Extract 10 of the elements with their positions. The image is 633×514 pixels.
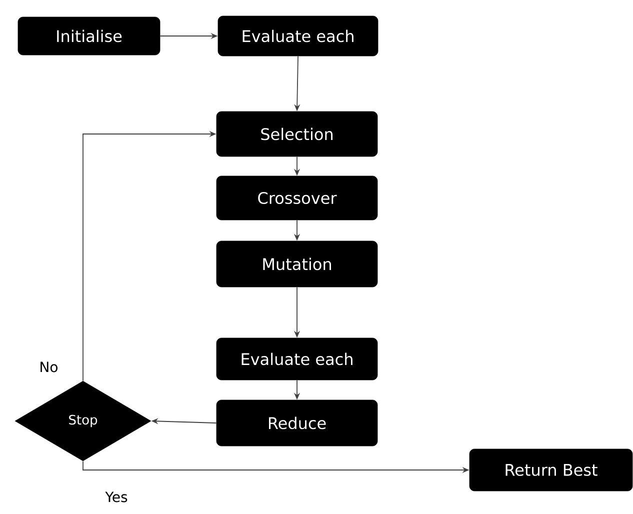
process-box: Crossover xyxy=(216,176,378,220)
edge-label: No xyxy=(40,362,58,372)
edge-label: Yes xyxy=(105,492,128,502)
process-box: Initialise xyxy=(18,16,160,56)
process-box: Selection xyxy=(216,111,378,157)
process-box: Return Best xyxy=(469,448,633,492)
process-box: Mutation xyxy=(216,240,378,288)
process-box: Reduce xyxy=(216,400,378,446)
process-box: Evaluate each xyxy=(218,16,378,56)
process-box: Evaluate each xyxy=(216,338,378,380)
